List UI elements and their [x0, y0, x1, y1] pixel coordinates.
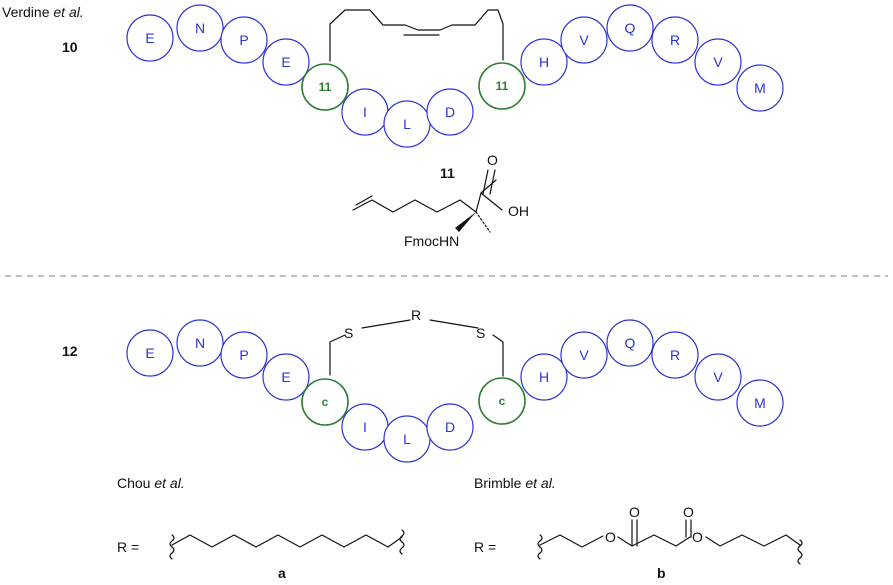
variant-a-r-label: R =	[117, 539, 139, 555]
peptide-10-residue-label-1: E	[145, 30, 154, 46]
variant-b-author: Brimble et al.	[474, 475, 556, 491]
peptide-12-residue-label-13: R	[670, 347, 680, 363]
peptide-12-residue-label-3: P	[239, 347, 248, 363]
variant-b-ester-oxygen-1: O	[605, 529, 616, 545]
linker-r-group: R	[411, 307, 421, 323]
peptide-chain-10: E N P E 11I L D 11 H V Q R V M	[126, 4, 784, 148]
compound-11-structure	[352, 169, 503, 233]
peptide-10-residue-9	[478, 62, 526, 110]
peptide-12-residue-8	[426, 403, 474, 451]
linker-sulfur-left: S	[344, 325, 353, 341]
variant-b-carbonyl-oxygen-2: O	[683, 504, 694, 520]
peptide-12-residue-label-8: D	[445, 419, 455, 435]
thioether-linker	[329, 319, 504, 377]
variant-a-letter: a	[278, 565, 286, 581]
peptide-10-residue-label-9: 11	[496, 79, 509, 93]
peptide-12-residue-9	[478, 377, 526, 425]
peptide-10-residue-1	[126, 14, 174, 62]
peptide-10-residue-label-12: Q	[625, 20, 636, 36]
peptide-chain-12: E N P EcI L Dc H V Q R V M	[126, 319, 784, 463]
peptide-10-residue-2	[176, 4, 224, 52]
peptide-12-residue-label-4: E	[281, 369, 290, 385]
peptide-12-residue-label-14: V	[713, 369, 723, 385]
peptide-10-residue-label-2: N	[195, 20, 205, 36]
peptide-10-residue-8	[426, 88, 474, 136]
compound-10-number: 10	[62, 39, 78, 55]
peptide-12-residue-label-7: L	[403, 431, 411, 447]
peptide-12-residue-4	[262, 353, 310, 401]
hydrocarbon-staple	[329, 9, 504, 62]
peptide-10-residue-label-8: D	[445, 104, 455, 120]
peptide-10-residue-13	[651, 16, 699, 64]
peptide-12-residue-label-10: H	[539, 369, 549, 385]
peptide-12-residue-label-11: V	[579, 347, 589, 363]
variant-a-chain	[169, 529, 405, 560]
peptide-12-residue-label-12: Q	[625, 335, 636, 351]
peptide-10-residue-5	[301, 63, 349, 111]
fmoc-amine-label: FmocHN	[404, 233, 459, 249]
peptide-12-residue-1	[126, 329, 174, 377]
compound-11-number: 11	[440, 165, 455, 181]
peptide-10-residue-label-15: M	[754, 80, 766, 96]
peptide-10-residue-label-3: P	[239, 32, 248, 48]
peptide-10-residue-label-11: V	[579, 32, 589, 48]
peptide-10-residue-label-6: I	[363, 104, 367, 120]
variant-b-r-label: R =	[474, 539, 496, 555]
peptide-12-residue-13	[651, 331, 699, 379]
peptide-12-residue-12	[606, 319, 654, 367]
peptide-12-residue-10	[520, 353, 568, 401]
peptide-12-residue-3	[220, 331, 268, 379]
peptide-10-residue-label-13: R	[670, 32, 680, 48]
compound-12-number: 12	[62, 343, 78, 359]
peptide-10-residue-label-5: 11	[319, 80, 332, 94]
peptide-10-residue-14	[694, 38, 742, 86]
variant-b-chain	[537, 519, 803, 565]
peptide-12-residue-label-6: I	[363, 419, 367, 435]
peptide-12-residue-label-9: c	[499, 394, 506, 408]
linker-sulfur-right: S	[476, 325, 485, 341]
peptide-12-residue-14	[694, 353, 742, 401]
peptide-10-residue-15	[736, 64, 784, 112]
peptide-12-residue-5	[301, 378, 349, 426]
peptide-12-residue-label-15: M	[754, 395, 766, 411]
peptide-10-residue-label-4: E	[281, 54, 290, 70]
compound-10-author: Verdine et al.	[2, 4, 84, 20]
peptide-12-residue-15	[736, 379, 784, 427]
peptide-12-residue-11	[560, 331, 608, 379]
variant-a-author: Chou et al.	[117, 475, 185, 491]
peptide-10-residue-4	[262, 38, 310, 86]
peptide-12-residue-2	[176, 319, 224, 367]
peptide-10-residue-10	[520, 38, 568, 86]
carbonyl-oxygen: O	[487, 152, 498, 168]
peptide-10-residue-label-7: L	[403, 116, 411, 132]
variant-b-letter: b	[657, 565, 666, 581]
peptide-10-residue-label-14: V	[713, 54, 723, 70]
peptide-10-residue-3	[220, 16, 268, 64]
variant-b-carbonyl-oxygen-1: O	[629, 504, 640, 520]
hydroxyl-label: OH	[508, 203, 529, 219]
variant-b-ester-oxygen-2: O	[692, 529, 703, 545]
peptide-10-residue-12	[606, 4, 654, 52]
peptide-12-residue-label-2: N	[195, 335, 205, 351]
peptide-12-residue-label-5: c	[322, 395, 329, 409]
peptide-10-residue-label-10: H	[539, 54, 549, 70]
peptide-10-residue-11	[560, 16, 608, 64]
peptide-12-residue-label-1: E	[145, 345, 154, 361]
